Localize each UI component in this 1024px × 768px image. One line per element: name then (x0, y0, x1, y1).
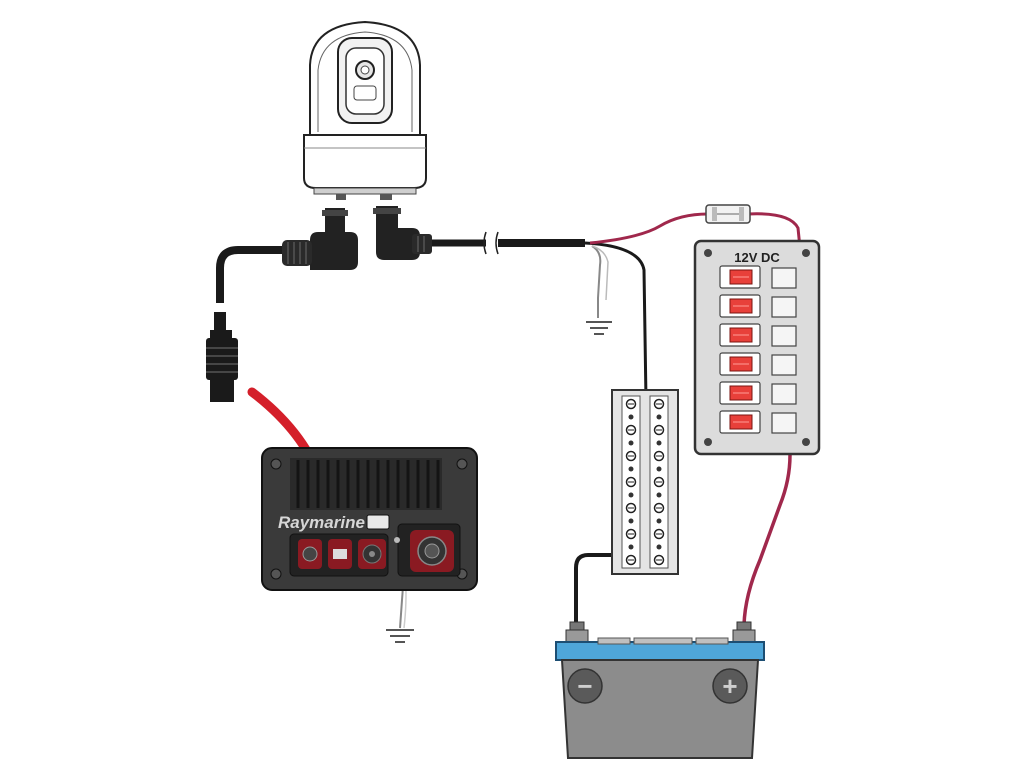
bus-hole (656, 440, 662, 446)
port-data (328, 539, 352, 569)
panel-voltage-label: 12V DC (734, 250, 780, 265)
battery-negative-terminal (565, 621, 589, 643)
rocker-switch (719, 323, 761, 347)
plus-icon (712, 668, 748, 704)
bus-hole (656, 492, 662, 498)
switch-label-slot (771, 325, 797, 347)
negative-bus-bar (611, 389, 679, 575)
bus-hole (628, 492, 634, 498)
rocker-switch (719, 265, 761, 289)
panel-to-battery-positive (742, 454, 792, 626)
panel-switches (719, 265, 797, 434)
rocker-switch (719, 410, 761, 434)
battery: − + (555, 621, 765, 759)
bus-terminals (625, 398, 665, 566)
port-network (410, 530, 454, 572)
switch-label-slot (771, 383, 797, 405)
port-power (298, 539, 322, 569)
ground-stud (394, 537, 400, 543)
ground-symbol-cable (586, 321, 612, 335)
minus-icon (567, 668, 603, 704)
cable-break-left (208, 303, 234, 313)
bus-hole (656, 518, 662, 524)
rocker-switch (719, 352, 761, 376)
switch-label-slot (771, 267, 797, 289)
positive-symbol: + (722, 671, 737, 701)
battery-positive-terminal (732, 621, 756, 643)
bus-hole (628, 518, 634, 524)
switch-panel: 12V DC (693, 239, 821, 456)
bus-hole (628, 414, 634, 420)
camera-connector-left (282, 208, 358, 270)
drain-wire (591, 245, 602, 318)
bus-hole (628, 440, 634, 446)
switch-label-slot (771, 412, 797, 434)
brand-label: Raymarine (278, 513, 365, 532)
cable-break (483, 231, 499, 255)
busbar-to-battery-negative (574, 553, 614, 625)
fuse-to-panel (747, 212, 802, 249)
bus-hole (656, 466, 662, 472)
camera-cable-left (216, 246, 296, 309)
rocker-switch (719, 381, 761, 405)
bus-hole (628, 544, 634, 550)
bnc-connector (206, 312, 238, 402)
bus-hole (656, 544, 662, 550)
ground-symbol-display (386, 629, 414, 643)
positive-lead-to-fuse (589, 212, 709, 245)
rocker-switch (719, 294, 761, 318)
bus-hole (656, 414, 662, 420)
bus-hole (628, 466, 634, 472)
camera-connector-right (373, 206, 432, 260)
port-video (358, 539, 386, 569)
switch-label-slot (771, 296, 797, 318)
switch-label-slot (771, 354, 797, 376)
inline-fuse (705, 204, 751, 224)
negative-symbol: − (577, 671, 592, 701)
display-unit: Raymarine (261, 447, 478, 591)
thermal-camera (303, 20, 427, 200)
usb-port (366, 514, 390, 530)
